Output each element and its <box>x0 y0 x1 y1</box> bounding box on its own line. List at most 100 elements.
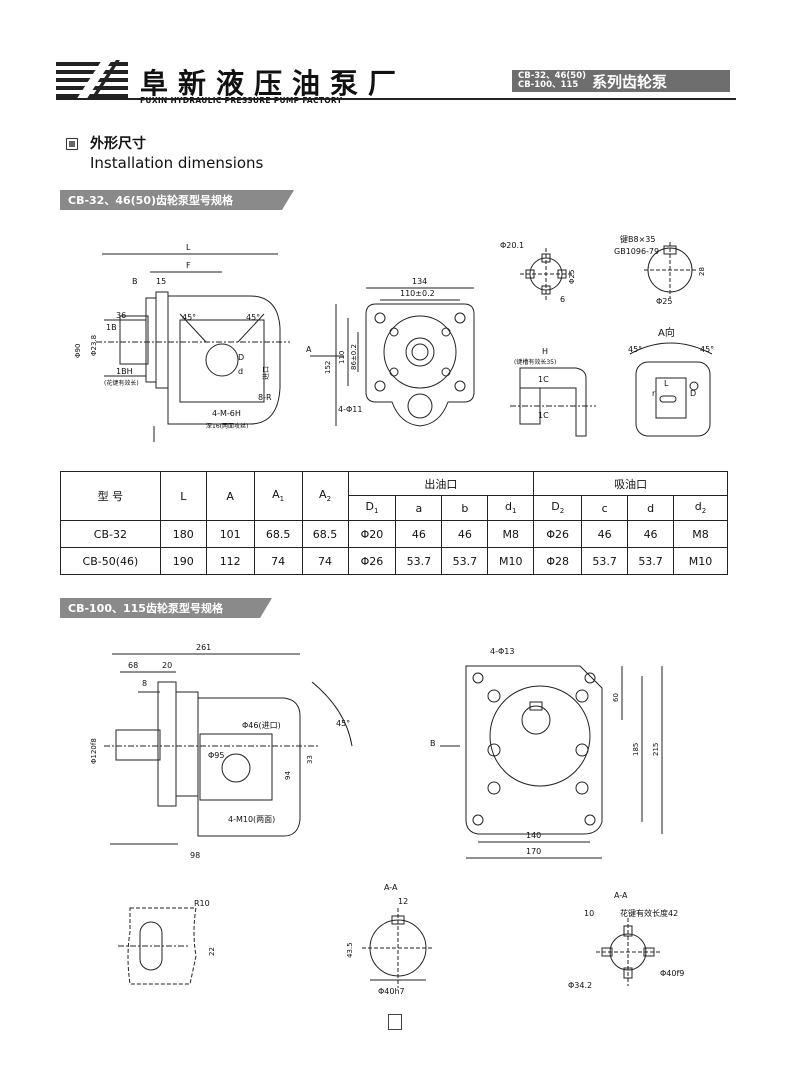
side-view-2 <box>104 653 353 845</box>
section-title-en: Installation dimensions <box>90 154 264 172</box>
dim-1C-a: 1C <box>538 375 549 384</box>
note-gb: GB1096-79 <box>614 247 659 256</box>
dim-H: H <box>542 347 548 356</box>
front-view-2 <box>440 665 663 859</box>
col-L: L <box>159 471 207 521</box>
label-inlet: 进口 <box>262 366 270 380</box>
dim-6: 6 <box>560 295 565 304</box>
dim-261: 261 <box>196 643 211 652</box>
dim-134: 134 <box>412 277 427 286</box>
label-D: D <box>238 353 244 362</box>
label-d: d <box>238 367 243 376</box>
dim-33: 33 <box>306 755 314 764</box>
dim-60: 60 <box>612 693 620 702</box>
dim-phi40h7: Φ40h7 <box>378 987 405 996</box>
angle-45-2: 45° <box>336 719 350 728</box>
dim-8: 8 <box>142 679 147 688</box>
arrow-B: B <box>430 739 436 748</box>
label-AA-1: A-A <box>384 883 398 892</box>
label-AA-2: A-A <box>614 891 628 900</box>
aa-section-2 <box>596 918 660 986</box>
note-spline: (花键有效长) <box>104 379 139 387</box>
note-key-len: (键槽有效长35) <box>514 358 556 366</box>
dim-phi90: Φ90 <box>74 344 82 358</box>
dim-phi46: Φ46(进口) <box>242 721 281 730</box>
note-spline-len: 花键有效长度42 <box>620 908 678 918</box>
dim-110: 110±0.2 <box>400 289 435 298</box>
dim-L: L <box>186 243 191 252</box>
dim-98: 98 <box>190 851 200 860</box>
view-A-label: A向 <box>658 326 675 339</box>
series-badge: CB-32、46(50) CB-100、115 系列齿轮泵 <box>512 70 730 92</box>
dim-B: B <box>132 277 138 286</box>
dim-22: 22 <box>208 947 216 956</box>
company-logo <box>56 60 128 100</box>
col-model: 型 号 <box>60 471 161 521</box>
dim-12: 12 <box>398 897 408 906</box>
dim-140: 140 <box>526 831 541 840</box>
col-d1: d1 <box>487 495 535 521</box>
col-A: A <box>205 471 255 521</box>
company-name-en: FUXIN HYDRAULIC PRESSURE PUMP FACTORY <box>140 96 343 105</box>
col-d: d <box>627 495 675 521</box>
col-D1: D1 <box>347 495 397 521</box>
col-a: a <box>395 495 443 521</box>
front-view <box>310 287 475 427</box>
dim-phi201: Φ20.1 <box>500 241 524 250</box>
dim-1B: 1B <box>106 323 117 332</box>
label-4phi11: 4-Φ11 <box>338 405 362 414</box>
dim-215: 215 <box>652 743 660 756</box>
dim-phi238: Φ23.8 <box>90 335 98 356</box>
dim-43-5: 43.5 <box>346 942 354 958</box>
dim-phi120: Φ120f8 <box>90 738 98 764</box>
company-name-cn: 阜新液压油泵厂 <box>140 67 407 100</box>
a-view <box>629 342 713 437</box>
label-8R: 8-R <box>258 393 272 402</box>
dim-86: 86±0.2 <box>350 344 358 370</box>
label-D-small: D <box>690 389 696 398</box>
note-deep16: 深16(两面攻丝) <box>206 422 248 430</box>
spec-title-cb32: CB-32、46(50)齿轮泵型号规格 <box>60 190 294 210</box>
dim-phi25b: Φ25 <box>656 297 672 306</box>
arrow-A: A <box>306 345 312 354</box>
note-key: 键B8×35 <box>620 234 655 244</box>
dim-phi95: Φ95 <box>208 751 224 760</box>
shaft-side-view <box>510 367 596 437</box>
drawing-cb100-series: 261 68 20 8 Φ120f8 Φ46(进口) Φ95 45° 94 33… <box>90 643 684 996</box>
label-4phi13: 4-Φ13 <box>490 647 514 656</box>
page-number-icon <box>388 1014 402 1030</box>
col-inlet: 吸油口 <box>533 471 728 496</box>
col-A1: A1 <box>253 471 303 521</box>
dim-phi342: Φ34.2 <box>568 981 592 990</box>
dim-185: 185 <box>632 743 640 756</box>
label-L-small: L <box>664 379 669 388</box>
dim-94: 94 <box>284 771 292 780</box>
dim-110v: 110 <box>338 351 346 364</box>
drawing-cb32-series: L F B 15 36 1B 1BH (花键有效长) Φ90 Φ23.8 45°… <box>74 234 714 442</box>
dim-1BH: 1BH <box>116 367 133 376</box>
series-name: 系列齿轮泵 <box>592 72 668 91</box>
label-4M6H: 4-M-6H <box>212 409 241 418</box>
dim-36: 36 <box>116 311 126 320</box>
angle-45-right: 45° <box>246 313 260 322</box>
dim-phi40f9: Φ40f9 <box>660 969 684 978</box>
key-section <box>644 242 696 298</box>
col-A2: A2 <box>301 471 349 521</box>
spline-section <box>520 248 572 300</box>
header-rule <box>56 98 736 100</box>
dim-20: 20 <box>162 661 172 670</box>
col-d2: d2 <box>673 495 728 521</box>
label-r-small: r <box>652 389 656 398</box>
col-c: c <box>581 495 629 521</box>
section-bullet-icon <box>66 138 78 150</box>
dim-28: 28 <box>698 267 706 276</box>
angle-45-a: 45° <box>628 345 642 354</box>
col-D2: D2 <box>533 495 583 521</box>
dim-15: 15 <box>156 277 166 286</box>
dim-170: 170 <box>526 847 541 856</box>
angle-45-left: 45° <box>182 313 196 322</box>
dim-phi25a: Φ25 <box>568 270 576 284</box>
col-outlet: 出油口 <box>347 471 535 496</box>
series-codes: CB-32、46(50) CB-100、115 <box>518 71 587 90</box>
